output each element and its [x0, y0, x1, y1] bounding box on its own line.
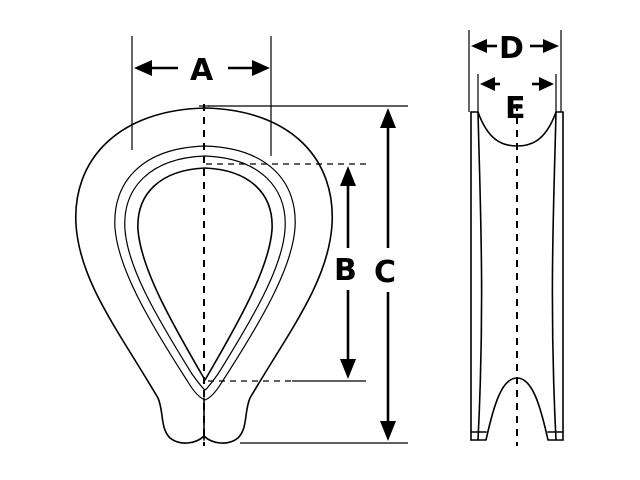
- side-flange-left: [477, 111, 483, 441]
- dim-a-arrow-left-icon: [134, 60, 152, 76]
- dim-c-arrow-up-icon: [380, 108, 396, 128]
- dim-b-arrow-up-icon: [340, 166, 356, 186]
- dim-e-arrow-right-icon: [539, 77, 554, 91]
- thimble-side-view: [470, 104, 564, 446]
- dim-c-arrow-down-icon: [380, 421, 396, 441]
- dim-a-label: A: [190, 53, 214, 88]
- dimension-b: B: [206, 163, 366, 382]
- dim-c-label: C: [374, 255, 396, 290]
- dim-d-arrow-left-icon: [471, 39, 487, 53]
- dim-e-arrow-left-icon: [480, 77, 495, 91]
- dimension-c: C: [208, 105, 408, 444]
- thimble-front-view: [75, 104, 333, 446]
- dim-d-label: D: [499, 31, 524, 66]
- dim-a-arrow-right-icon: [252, 60, 270, 76]
- dim-b-arrow-down-icon: [340, 359, 356, 379]
- dimension-a: A: [131, 36, 272, 156]
- dim-b-label: B: [334, 253, 357, 288]
- side-flange-right: [551, 111, 557, 441]
- dim-d-arrow-right-icon: [543, 39, 559, 53]
- dimension-d: D: [468, 30, 562, 112]
- dimension-e: E: [477, 74, 557, 126]
- thimble-groove-outer: [114, 145, 296, 401]
- dim-e-label: E: [505, 91, 526, 126]
